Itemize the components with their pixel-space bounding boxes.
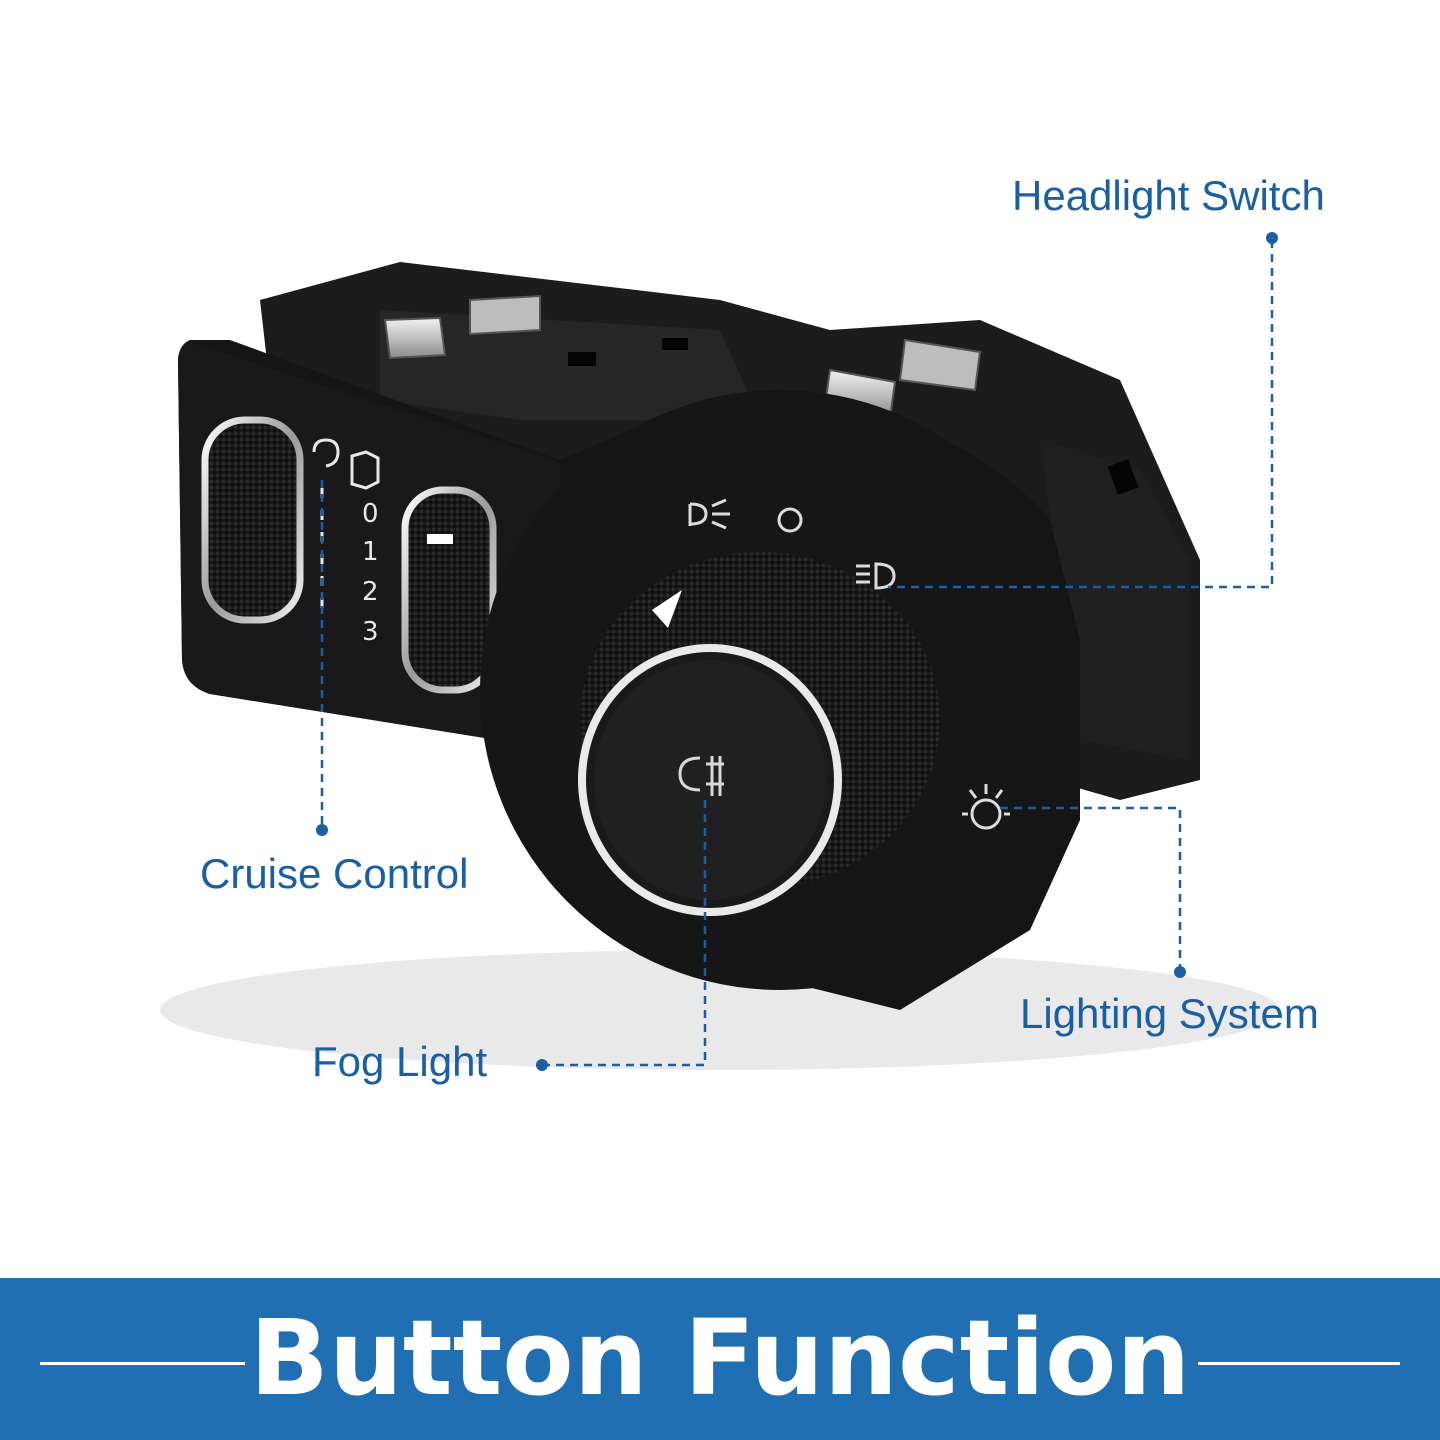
off-icon <box>777 507 803 533</box>
fog-light-leader <box>542 800 707 1067</box>
scale-label: 3 <box>362 617 379 647</box>
interior-lighting-icon <box>962 784 1010 830</box>
scale-label: 0 <box>362 499 379 529</box>
banner-title: Button Function <box>249 1297 1191 1419</box>
callout-leaders <box>320 240 1274 1067</box>
banner-rule-left <box>40 1362 245 1365</box>
lighting-system-label: Lighting System <box>1020 990 1319 1037</box>
lighting-system-leader <box>1000 806 1182 970</box>
scale-label: 1 <box>362 537 379 567</box>
headlight-switch-label: Headlight Switch <box>1012 172 1325 219</box>
floor-shadow <box>160 950 1280 1070</box>
fog-light-icon <box>678 756 724 796</box>
banner-rule-right <box>1198 1362 1400 1365</box>
fog-light-knob[interactable] <box>578 644 842 916</box>
scale-label: 2 <box>362 577 379 607</box>
parking-lights-icon <box>688 498 730 530</box>
fog-light-label: Fog Light <box>312 1038 488 1085</box>
callout-dots <box>316 232 1278 1071</box>
title-banner: Button Function <box>0 1278 1440 1440</box>
headlight-switch-leader <box>888 240 1274 589</box>
dial-position-icons <box>688 498 1010 830</box>
dial-pointer <box>652 590 682 628</box>
headlights-icon <box>856 562 896 590</box>
cruise-wheels <box>201 416 497 694</box>
cruise-control-label: Cruise Control <box>200 850 469 897</box>
dimmer-scale: 0 1 2 3 <box>362 499 379 647</box>
